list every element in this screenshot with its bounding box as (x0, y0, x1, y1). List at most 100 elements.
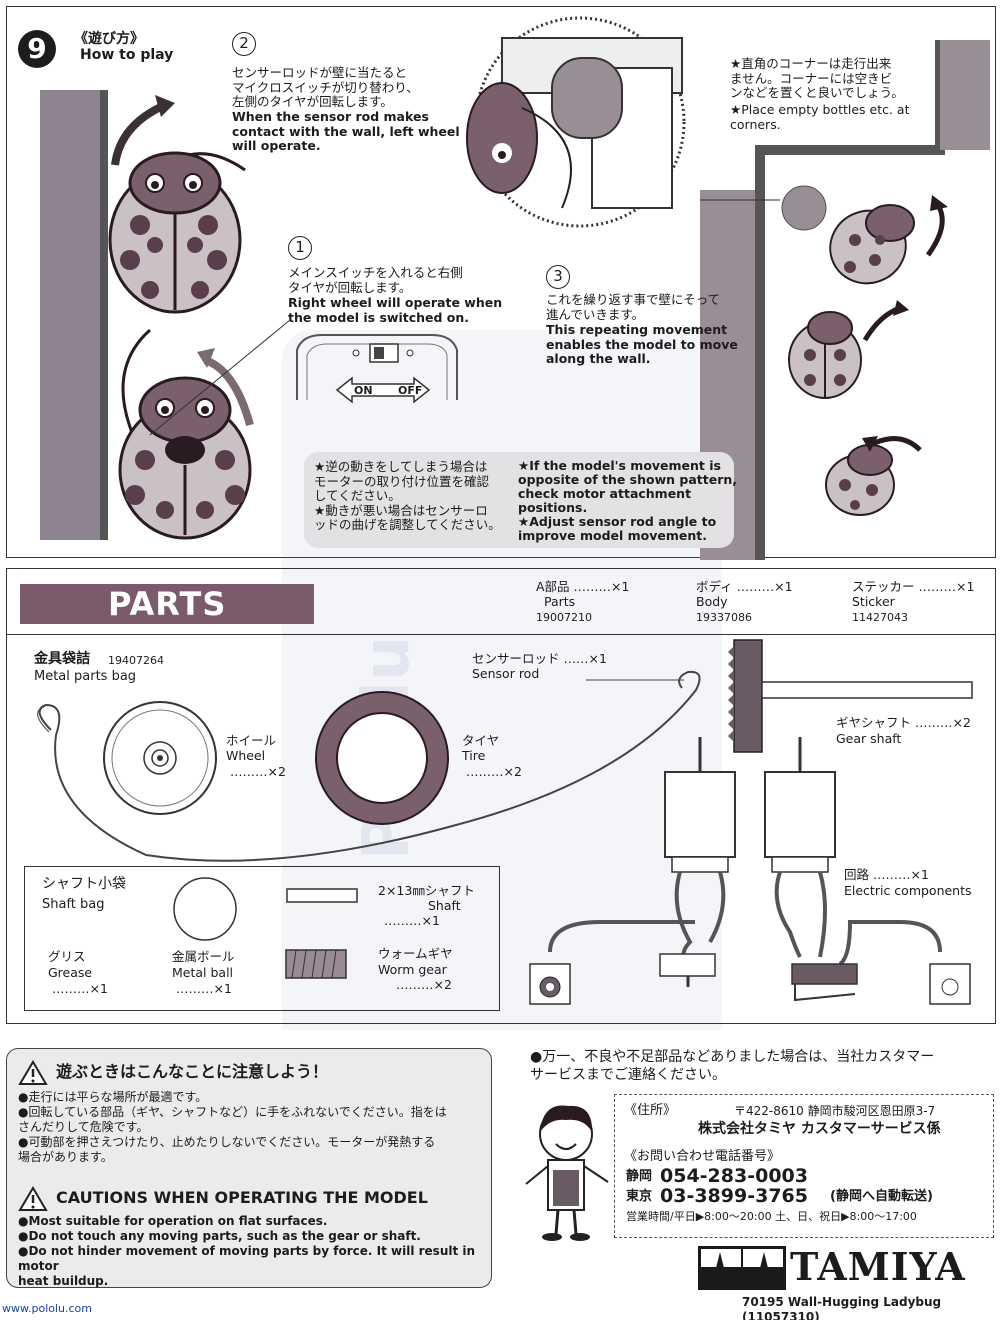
shaft-jp: 2×13㎜シャフト (378, 883, 475, 898)
service-intro: ●万一、不良や不足部品などありました場合は、当社カスタマー サービスまでご連絡く… (530, 1049, 935, 1083)
tire-illustration (315, 691, 449, 825)
a-parts-en: Parts (544, 594, 576, 609)
sensor-rod-jp: センサーロッド ……×1 (472, 651, 607, 666)
leader-line (149, 319, 291, 436)
parts-heading-bar (20, 584, 314, 624)
sticker-jp: ステッカー ………×1 (852, 579, 975, 594)
metal-ball-en: Metal ball (172, 965, 234, 980)
ladybug-illustration-4 (788, 300, 909, 399)
warning-icon (18, 1060, 48, 1085)
tokyo-phone: 03-3899-3765 (660, 1185, 808, 1207)
wheel-illustration (103, 701, 217, 815)
company-name: 株式会社タミヤ カスタマーサービス係 (698, 1121, 941, 1137)
sticker-en: Sticker (852, 594, 895, 609)
electric-components-illustration (529, 737, 971, 1005)
sensor-rod-en: Sensor rod (472, 666, 540, 681)
caution-jp-1: ●走行には平らな場所が最適です。 (18, 1090, 208, 1104)
metal-bag-code: 19407264 (108, 654, 164, 667)
tire-jp: タイヤ (462, 733, 500, 748)
caution-jp-3: ●可動部を押さえつけたり、止めたりしないでください。モーターが発熱する 場合があ… (18, 1135, 436, 1164)
worm-gear-qty: ………×2 (396, 977, 452, 992)
gear-shaft-jp: ギヤシャフト ………×2 (836, 715, 971, 730)
address: 〒422-8610 静岡市駿河区恩田原3-7 (734, 1104, 936, 1118)
step-number: 9 (27, 32, 47, 65)
address-label: 《住所》 (624, 1103, 677, 1118)
switch-on-label: ON (354, 384, 373, 397)
tamiya-stars-logo (698, 1246, 786, 1290)
step1-text-en: Right wheel will operate when the model … (288, 295, 503, 325)
tire-en: Tire (462, 748, 486, 763)
caution-en-3: ●Do not hinder movement of moving parts … (18, 1244, 476, 1288)
shaft-en: Shaft (428, 898, 461, 913)
shizuoka-phone: 054-283-0003 (660, 1165, 808, 1187)
source-url: www.pololu.com (2, 1302, 92, 1315)
cautions-title-jp: 遊ぶときはこんなことに注意しよう！ (56, 1062, 329, 1081)
caution-en-1: ●Most suitable for operation on flat sur… (18, 1214, 328, 1228)
parts-panel (6, 568, 996, 1024)
step1-text-jp: メインスイッチを入れると右側 タイヤが回転します。 (288, 265, 463, 295)
body-en: Body (696, 594, 728, 609)
tamiya-brand: TAMIYA (790, 1244, 966, 1289)
how-to-play-title-en: How to play (80, 47, 174, 63)
metal-ball-jp: 金属ボール (172, 949, 235, 964)
step3-number: 3 (546, 265, 570, 289)
how-to-play-panel (6, 6, 996, 558)
a-parts-jp: A部品 ………×1 (536, 579, 630, 594)
ladybug-illustration-3 (829, 195, 948, 285)
wheel-qty: ………×2 (230, 764, 286, 779)
tire-qty: ………×2 (466, 764, 522, 779)
reverse-note-en: ★If the model's movement is opposite of … (518, 458, 738, 543)
ladybug-illustration-5 (825, 436, 922, 516)
corner-note-jp: ★直角のコーナーは走行出来 ません。コーナーには空きビ ンなどを置くと良いでしょ… (730, 56, 904, 100)
wall-contact-zoom-illustration (466, 16, 686, 228)
gear-shaft-en: Gear shaft (836, 731, 902, 746)
wheel-jp: ホイール (226, 733, 277, 748)
gear-shaft-illustration (728, 639, 973, 753)
worm-gear-jp: ウォームギヤ (378, 946, 453, 961)
shaft-bag-en: Shaft bag (42, 897, 105, 912)
metal-bag-jp: 金具袋詰 (34, 651, 90, 667)
body-code: 19337086 (696, 611, 752, 624)
step3-text-en: This repeating movement enables the mode… (546, 322, 738, 366)
electric-en: Electric components (844, 883, 972, 898)
caution-en-2: ●Do not touch any moving parts, such as … (18, 1229, 421, 1243)
body-jp: ボディ ………×1 (696, 579, 793, 594)
main-switch-illustration (296, 334, 458, 404)
step-number-badge: 9 (18, 30, 56, 68)
a-parts-code: 19007210 (536, 611, 592, 624)
metal-ball-illustration (173, 877, 237, 941)
step2-number: 2 (232, 32, 256, 56)
step2-text-en: When the sensor rod makes contact with t… (232, 109, 460, 153)
shizuoka-label: 静岡 (626, 1169, 653, 1184)
metal-ball-qty: ………×1 (176, 981, 232, 996)
warning-icon-en (18, 1186, 48, 1211)
ladybug-illustration-1 (108, 95, 246, 314)
caution-jp-2: ●回転している部品（ギヤ、シャフトなど）に手をふれないでください。指をは さんだ… (18, 1105, 447, 1134)
step3-text-jp: これを繰り返す事で壁にそって 進んでいきます。 (546, 292, 721, 322)
phone-label: 《お問い合わせ電話番号》 (624, 1149, 781, 1164)
wall-illustration (40, 90, 108, 540)
wheel-en: Wheel (226, 748, 266, 763)
grease-jp: グリス (48, 949, 86, 964)
switch-off-label: OFF (398, 384, 423, 397)
shaft-bag-jp: シャフト小袋 (42, 876, 126, 892)
sticker-code: 11427043 (852, 611, 908, 624)
mascot-illustration (525, 1105, 609, 1241)
shaft-bag-box (24, 866, 500, 1011)
tokyo-note: (静岡へ自動転送) (830, 1189, 933, 1204)
cautions-title-en: CAUTIONS WHEN OPERATING THE MODEL (56, 1188, 428, 1207)
reverse-note-box (304, 452, 734, 548)
parts-divider (6, 634, 996, 635)
business-hours: 営業時間/平日▶8:00〜20:00 土、日、祝日▶8:00〜17:00 (626, 1210, 917, 1223)
tokyo-label: 東京 (626, 1189, 653, 1204)
shaft-illustration (286, 888, 358, 903)
shaft-qty: ………×1 (384, 913, 440, 928)
parts-heading: PARTS (108, 585, 227, 623)
worm-gear-illustration (285, 949, 347, 979)
grease-en: Grease (48, 965, 93, 980)
step1-number: 1 (288, 236, 312, 260)
electric-jp: 回路 ………×1 (844, 867, 929, 882)
corner-note-en: ★Place empty bottles etc. at corners. (730, 102, 910, 132)
metal-bag-en: Metal parts bag (34, 669, 137, 684)
reverse-note-jp: ★逆の動きをしてしまう場合は モーターの取り付け位置を確認 してください。 ★動… (314, 459, 501, 532)
